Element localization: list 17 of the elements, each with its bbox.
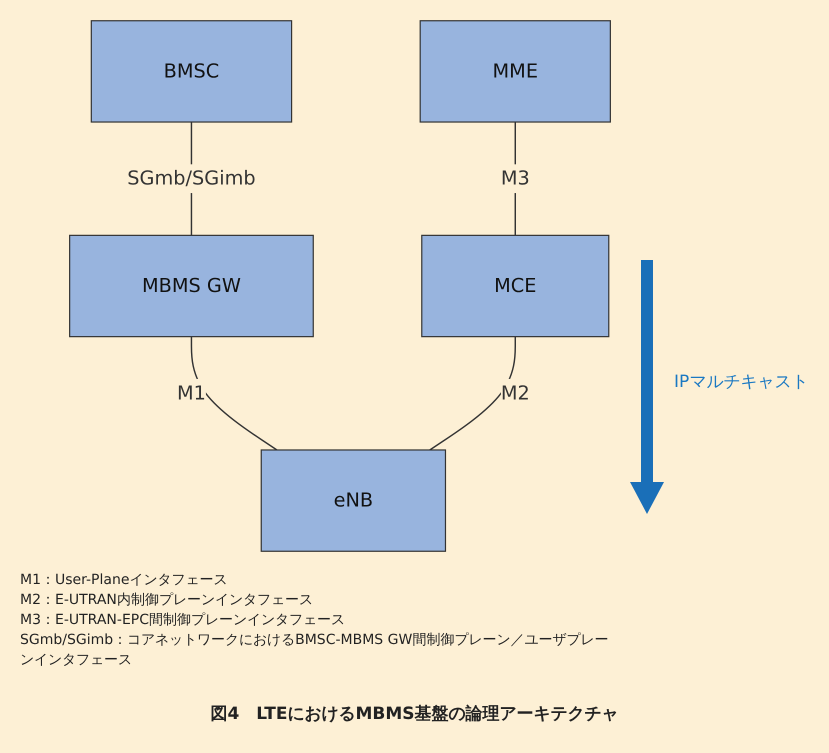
node-box: MBMS GW	[69, 234, 314, 338]
annotation-label: IPマルチキャスト	[674, 371, 808, 393]
legend-note: M2：E-UTRAN内制御プレーンインタフェース	[20, 591, 314, 610]
caption: 図4 LTEにおけるMBMS基盤の論理アーキテクチャ	[209, 703, 620, 725]
legend-note: SGmb/SGimb：コアネットワークにおけるBMSC-MBMS GW間制御プレーン／ユーザプレーンインタフェース	[20, 631, 610, 670]
edge-label: SGmb/SGimb	[127, 166, 256, 190]
edge-label: M1	[176, 381, 206, 404]
edge-label: M2	[500, 381, 530, 404]
node-box: MME	[420, 20, 611, 123]
node-box: eNB	[260, 449, 446, 552]
connector	[429, 336, 516, 451]
connector	[190, 336, 278, 451]
node-box: MCE	[421, 234, 610, 338]
node-box: BMSC	[90, 20, 292, 123]
legend-note: M3：E-UTRAN-EPC間制御プレーンインタフェース	[20, 611, 346, 630]
edge-label: M3	[500, 166, 530, 190]
legend-note: M1：User-Planeインタフェース	[20, 571, 228, 590]
